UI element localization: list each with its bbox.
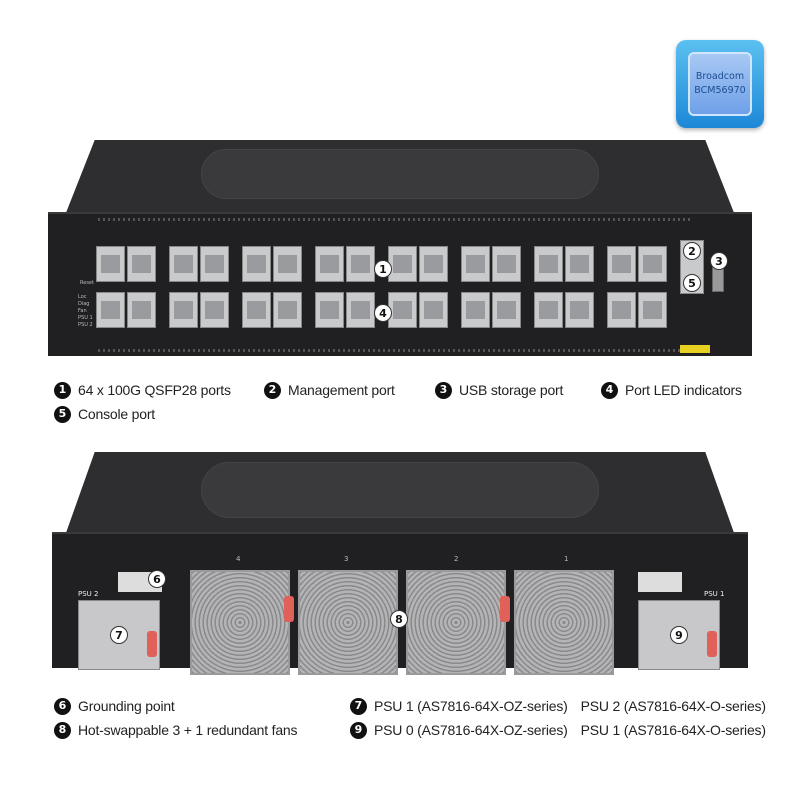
chip-line1: Broadcom: [695, 71, 745, 82]
qsfp28-port[interactable]: [461, 292, 490, 328]
qsfp28-port[interactable]: [492, 246, 521, 282]
fan-module-2[interactable]: [406, 570, 506, 675]
callout-2: 2: [683, 242, 701, 260]
qsfp28-port[interactable]: [419, 246, 448, 282]
qsfp28-port[interactable]: [200, 246, 229, 282]
qsfp28-port[interactable]: [315, 292, 344, 328]
qsfp28-port[interactable]: [96, 292, 125, 328]
psu1-label: PSU 1: [704, 590, 725, 598]
fan-number-3: 3: [344, 555, 349, 563]
callout-3: 3: [710, 252, 728, 270]
fan-number-4: 4: [236, 555, 241, 563]
qsfp28-port[interactable]: [607, 292, 636, 328]
qsfp28-port[interactable]: [169, 246, 198, 282]
qsfp28-port[interactable]: [534, 246, 563, 282]
qsfp28-port[interactable]: [242, 246, 271, 282]
rear-switch-top: [66, 452, 734, 532]
callout-4: 4: [374, 304, 392, 322]
reset-label: Reset: [80, 280, 94, 286]
qsfp28-port[interactable]: [242, 292, 271, 328]
qsfp28-port[interactable]: [127, 246, 156, 282]
fan-module-3[interactable]: [298, 570, 398, 675]
psu2-label: PSU 2: [78, 590, 99, 598]
qsfp28-port[interactable]: [638, 246, 667, 282]
qsfp28-port[interactable]: [200, 292, 229, 328]
qsfp28-ports: [96, 244, 676, 334]
qsfp28-port[interactable]: [315, 246, 344, 282]
front-switch-top: [66, 140, 734, 212]
rear-panel: 4 3 2 1 PSU 2 PSU 1 6 7 8 9: [52, 532, 748, 675]
qsfp28-port[interactable]: [565, 246, 594, 282]
front-panel: Reset Loc Diag Fan PSU 1 PSU 2 1 2 3 4 5: [48, 212, 752, 356]
qsfp28-port[interactable]: [607, 246, 636, 282]
qsfp28-port[interactable]: [534, 292, 563, 328]
fan-number-1: 1: [564, 555, 569, 563]
fan-number-2: 2: [454, 555, 459, 563]
callout-1: 1: [374, 260, 392, 278]
callout-9: 9: [670, 626, 688, 644]
qsfp28-port[interactable]: [96, 246, 125, 282]
callout-5: 5: [683, 274, 701, 292]
qsfp28-port[interactable]: [273, 246, 302, 282]
qsfp28-port[interactable]: [492, 292, 521, 328]
fan-handle[interactable]: [500, 596, 510, 622]
qsfp28-port[interactable]: [419, 292, 448, 328]
callout-8: 8: [390, 610, 408, 628]
led-labels: Loc Diag Fan PSU 1 PSU 2: [78, 294, 93, 328]
qsfp28-port[interactable]: [273, 292, 302, 328]
qsfp28-port[interactable]: [127, 292, 156, 328]
qsfp28-port[interactable]: [388, 292, 417, 328]
qsfp28-port[interactable]: [169, 292, 198, 328]
qsfp28-port[interactable]: [346, 246, 375, 282]
fan-module-4[interactable]: [190, 570, 290, 675]
grounding-point-right: [638, 572, 682, 592]
fan-module-1[interactable]: [514, 570, 614, 675]
qsfp28-port[interactable]: [461, 246, 490, 282]
callout-6: 6: [148, 570, 166, 588]
qsfp28-port[interactable]: [346, 292, 375, 328]
callout-7: 7: [110, 626, 128, 644]
qsfp28-port[interactable]: [638, 292, 667, 328]
qsfp28-port[interactable]: [388, 246, 417, 282]
chip-line2: BCM56970: [694, 85, 746, 96]
qsfp28-port[interactable]: [565, 292, 594, 328]
yellow-tab: [680, 345, 710, 353]
fan-handle[interactable]: [284, 596, 294, 622]
